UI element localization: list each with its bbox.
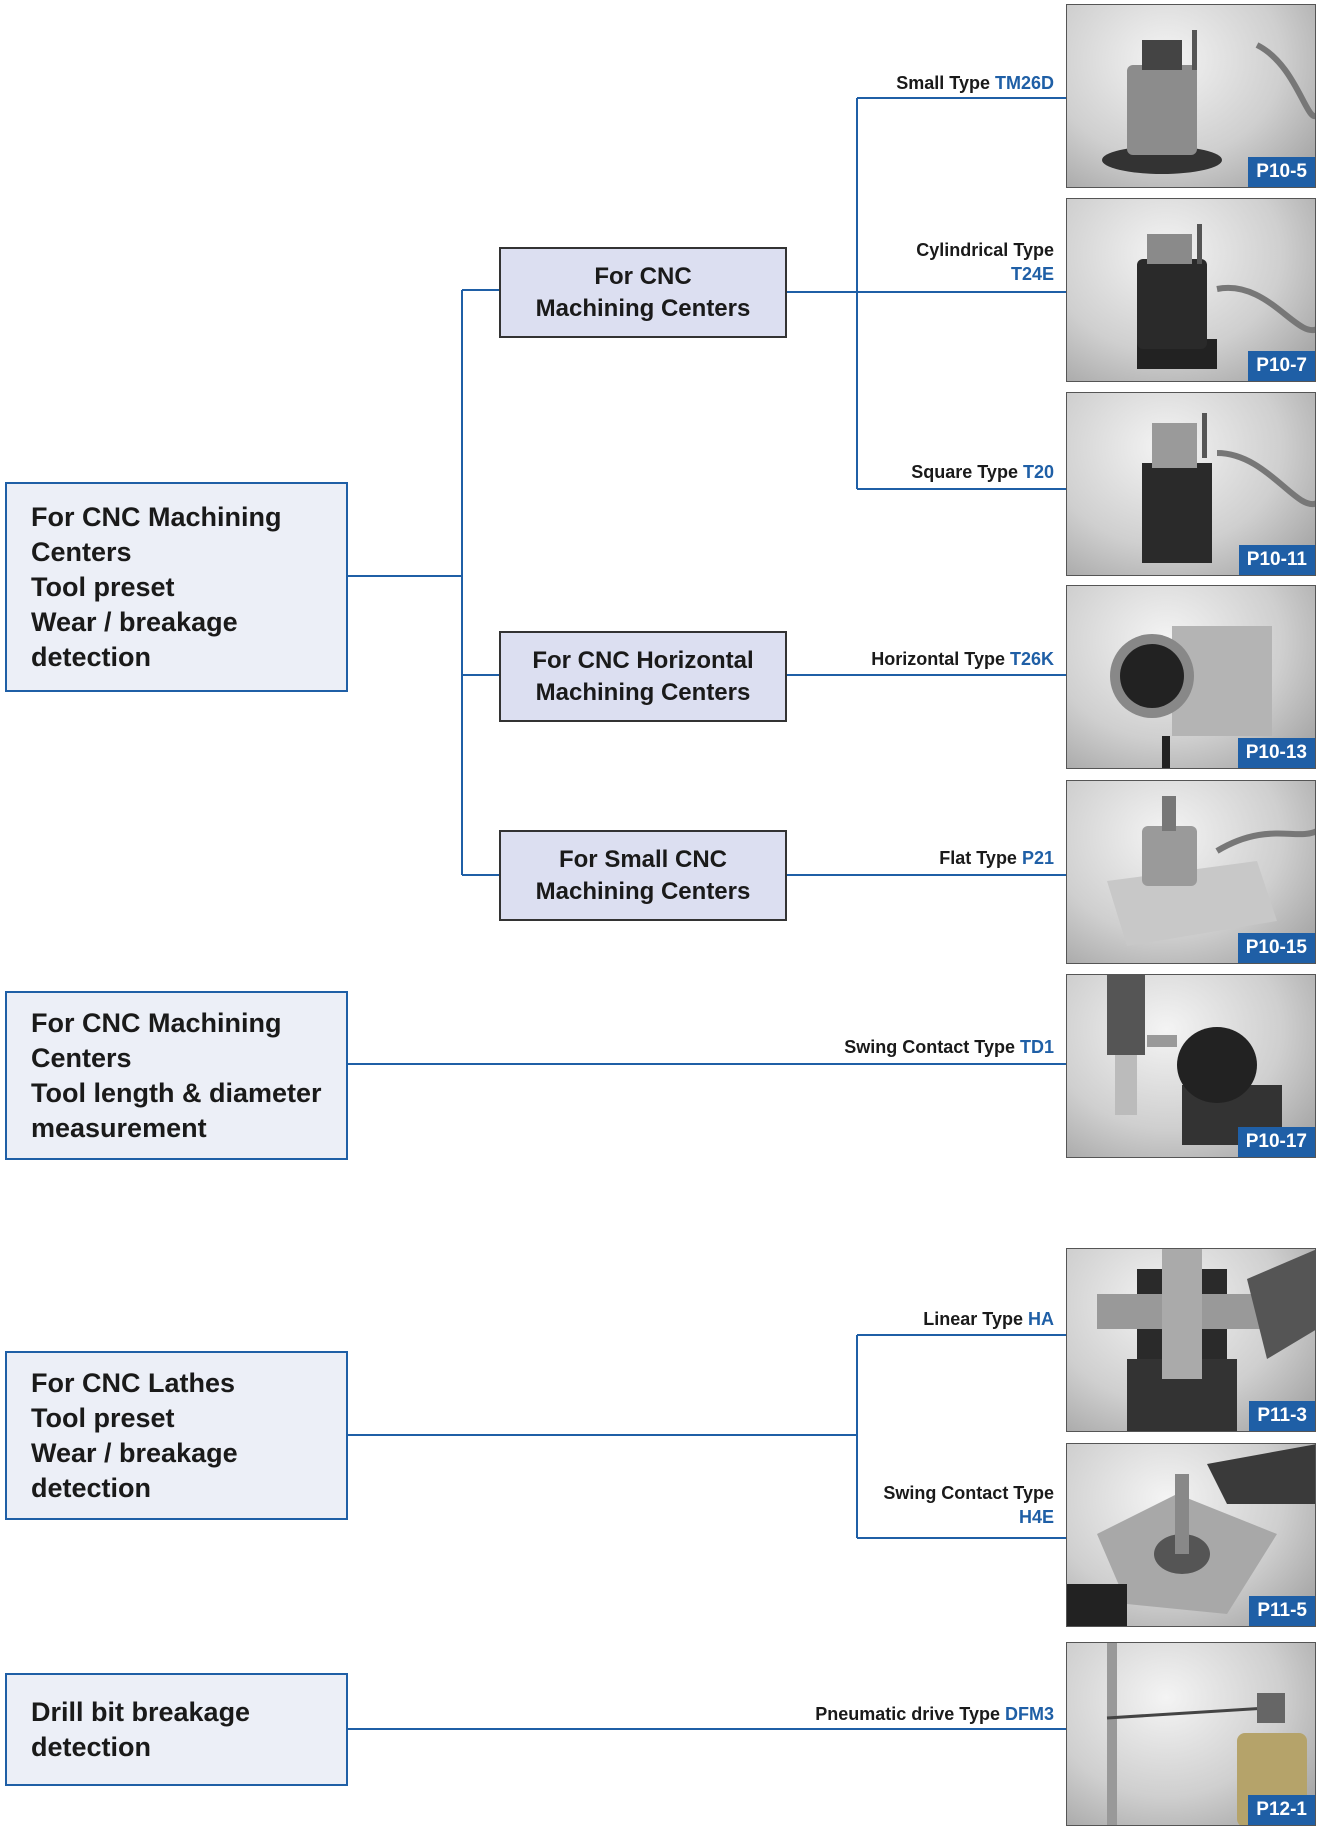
category-line: For CNC Machining [31,1007,282,1038]
product-label: Small Type TM26D [896,71,1054,95]
category-line: Wear / breakage [31,606,238,637]
category-line: detection [31,1731,152,1762]
category-box-machining-measurement: For CNC Machining Centers Tool length & … [5,991,348,1160]
product-code: T20 [1022,462,1054,482]
category-line: detection [31,1472,152,1503]
category-box-lathes: For CNC Lathes Tool preset Wear / breaka… [5,1351,348,1520]
subcategory-box-horizontal: For CNC Horizontal Machining Centers [499,631,787,722]
category-box-machining-preset: For CNC Machining Centers Tool preset We… [5,482,348,692]
category-line: Wear / breakage [31,1437,238,1468]
subcategory-line: Machining Centers [535,678,751,706]
lathe-probe-photo: P11-5 [1066,1443,1316,1627]
page-reference-badge: P11-5 [1249,1596,1315,1626]
subcategory-line: Machining Centers [535,294,751,322]
product-type: Square Type [911,462,1018,482]
category-box-drill: Drill bit breakage detection [5,1673,348,1786]
page-reference-badge: P10-17 [1237,1127,1315,1157]
page-reference-badge: P10-15 [1237,933,1315,963]
product-code: H4E [1018,1507,1054,1527]
swing-probe-photo: P10-17 [1066,974,1316,1158]
category-line: For CNC Machining [31,501,282,532]
page-reference-badge: P10-13 [1237,738,1315,768]
category-line: Centers [31,536,132,567]
touch-probe-photo: P10-7 [1066,198,1316,382]
product-code: P21 [1021,848,1054,868]
subcategory-box-cnc: For CNC Machining Centers [499,247,787,338]
category-line: Centers [31,1042,132,1073]
product-type: Swing Contact Type [883,1483,1054,1503]
category-line: For CNC Lathes [31,1367,236,1398]
product-type: Small Type [896,73,990,93]
product-type: Horizontal Type [871,649,1005,669]
drill-probe-photo: P12-1 [1066,1642,1316,1826]
product-type: Pneumatic drive Type [815,1704,1000,1724]
product-type: Flat Type [939,848,1017,868]
category-line: Tool preset [31,571,175,602]
category-line: Drill bit breakage [31,1696,251,1727]
product-label: Swing Contact Type H4E [883,1481,1054,1529]
product-label: Cylindrical Type T24E [916,238,1054,286]
page-reference-badge: P10-5 [1248,157,1315,187]
product-code: DFM3 [1005,1704,1054,1724]
product-type: Linear Type [923,1309,1023,1329]
category-line: Tool length & diameter [31,1077,322,1108]
product-label: Pneumatic drive Type DFM3 [815,1702,1054,1726]
product-label: Linear Type HA [923,1307,1054,1331]
horizontal-probe-photo: P10-13 [1066,585,1316,769]
product-type: Cylindrical Type [916,240,1054,260]
page-reference-badge: P10-7 [1248,351,1315,381]
lathe-probe-photo: P11-3 [1066,1248,1316,1432]
product-code: T26K [1009,649,1054,669]
category-line: Tool preset [31,1402,175,1433]
product-label: Swing Contact Type TD1 [844,1035,1054,1059]
subcategory-line: For CNC Horizontal [532,646,754,674]
product-code: TD1 [1019,1037,1054,1057]
product-label: Horizontal Type T26K [871,647,1054,671]
product-label: Flat Type P21 [939,846,1054,870]
subcategory-line: For Small CNC [558,845,728,873]
page-reference-badge: P12-1 [1248,1795,1315,1825]
subcategory-line: For CNC [594,262,692,290]
subcategory-line: Machining Centers [535,877,751,905]
subcategory-box-small: For Small CNC Machining Centers [499,830,787,921]
product-type: Swing Contact Type [844,1037,1015,1057]
product-code: T24E [1010,264,1054,284]
touch-probe-photo: P10-5 [1066,4,1316,188]
product-code: TM26D [994,73,1054,93]
flat-probe-photo: P10-15 [1066,780,1316,964]
category-line: detection [31,641,152,672]
category-line: measurement [31,1112,207,1143]
product-label: Square Type T20 [911,460,1054,484]
product-code: HA [1028,1309,1054,1329]
page-reference-badge: P11-3 [1249,1401,1315,1431]
page-reference-badge: P10-11 [1238,545,1315,575]
touch-probe-photo: P10-11 [1066,392,1316,576]
